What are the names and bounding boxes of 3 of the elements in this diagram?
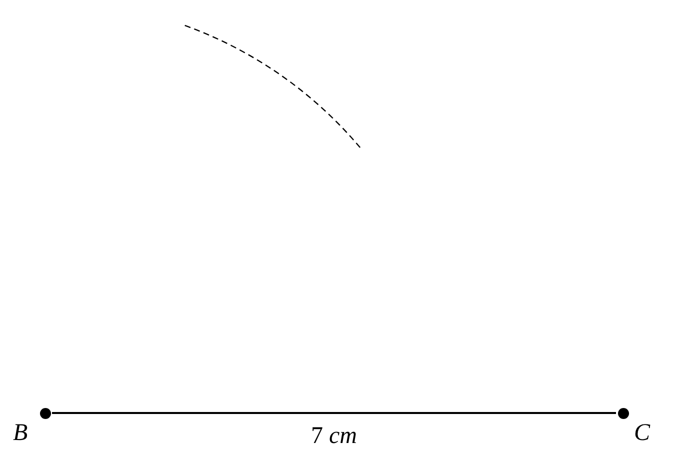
line-segment bbox=[52, 412, 616, 414]
point-label: B bbox=[13, 421, 28, 445]
point-label: C bbox=[634, 421, 650, 445]
